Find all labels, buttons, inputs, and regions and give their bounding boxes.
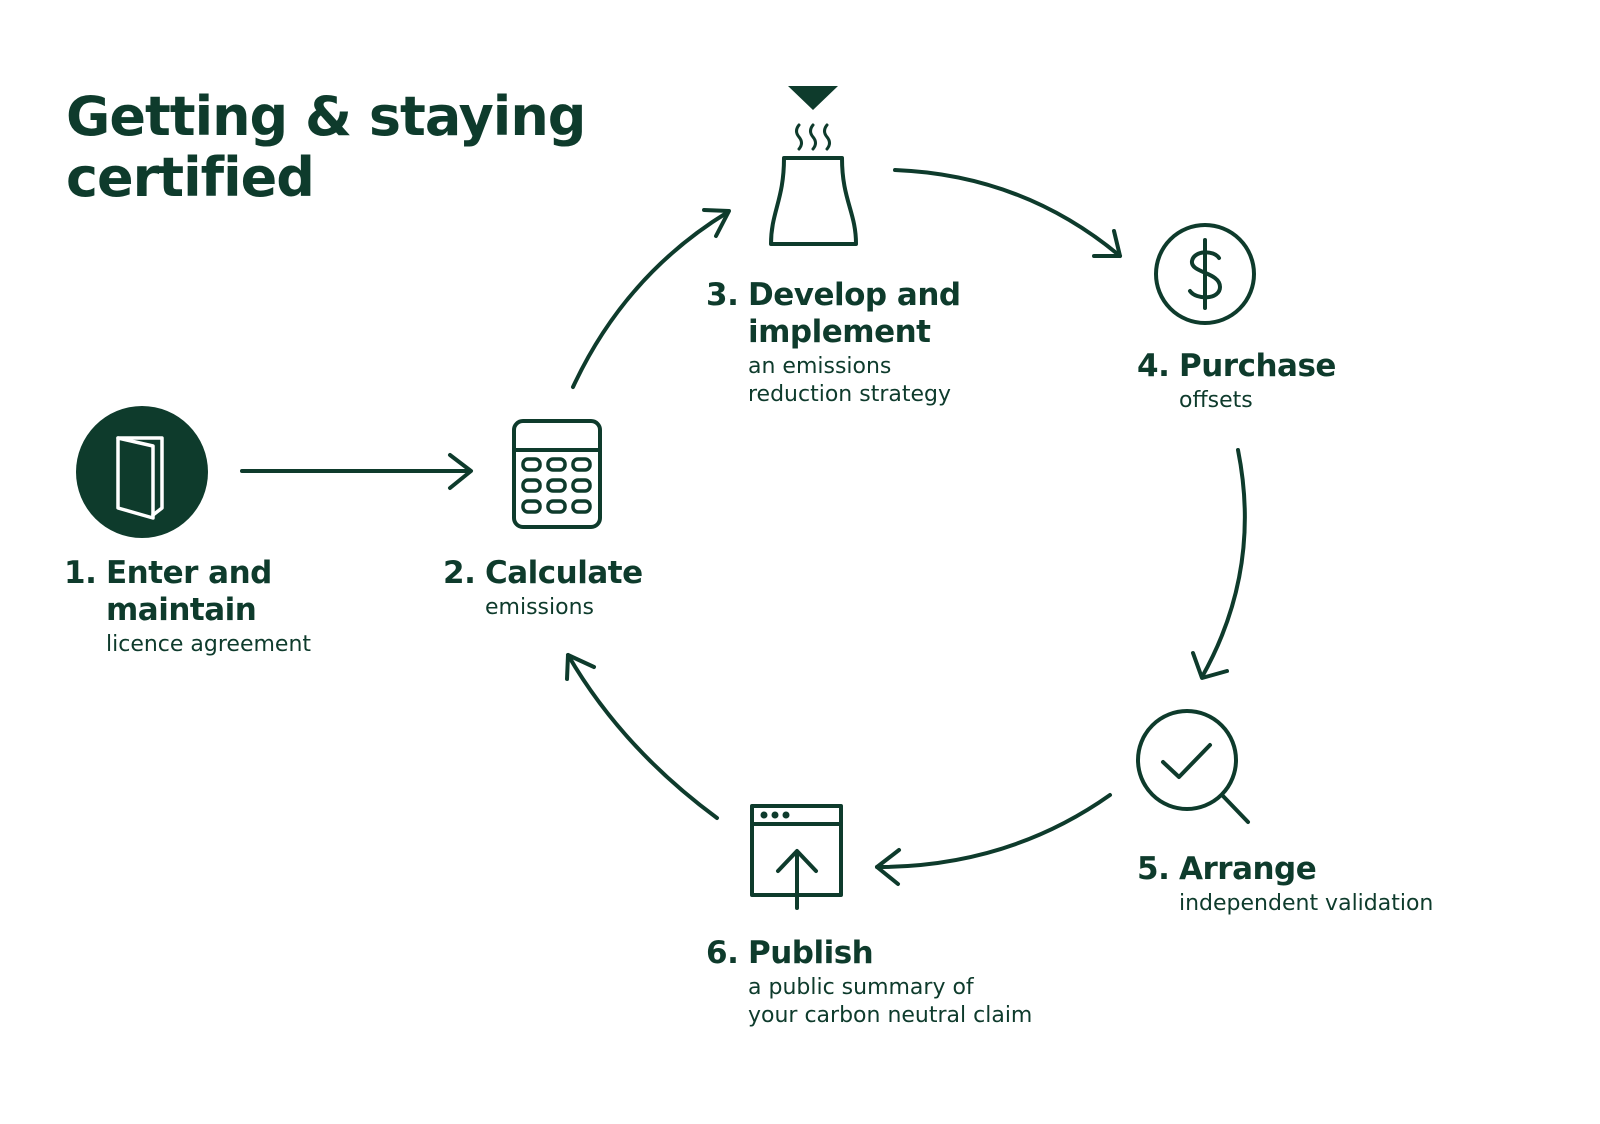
step-detail-line: offsets xyxy=(1179,388,1253,413)
step-detail: emissions xyxy=(485,594,643,622)
step-heading-line: maintain xyxy=(106,592,257,628)
step-heading-line: Calculate xyxy=(485,555,643,591)
step-detail-line: reduction strategy xyxy=(748,382,951,407)
calculator-icon xyxy=(512,419,602,529)
upload-window-icon xyxy=(750,804,843,910)
step-detail-line: independent validation xyxy=(1179,891,1434,916)
step-number: 5. xyxy=(1137,851,1170,887)
arrow-1-to-2 xyxy=(240,453,473,490)
dollar-icon xyxy=(1154,223,1256,325)
step-detail: an emissions reduction strategy xyxy=(748,353,961,409)
step-3-label: 3. Develop and implement an emissions re… xyxy=(706,277,961,409)
step-heading-line: Develop and xyxy=(748,277,961,313)
step-heading: 5. Arrange xyxy=(1137,851,1433,888)
step-detail-line: your carbon neutral claim xyxy=(748,1003,1033,1028)
arrow-2-to-3 xyxy=(571,208,731,389)
arrow-4-to-5 xyxy=(1191,448,1247,680)
step-detail-line: licence agreement xyxy=(106,632,312,657)
step-1-label: 1. Enter and maintain licence agreement xyxy=(64,555,311,659)
step-heading-line: implement xyxy=(748,314,931,350)
chimney-icon xyxy=(769,86,858,246)
step-heading: 2. Calculate xyxy=(443,555,643,592)
title-line-1: Getting & staying xyxy=(66,85,586,148)
step-number: 2. xyxy=(443,555,476,591)
arrow-3-to-4 xyxy=(893,168,1122,258)
step-heading: 1. Enter and maintain xyxy=(64,555,311,629)
step-detail-line: emissions xyxy=(485,595,594,620)
folder-icon xyxy=(76,406,208,538)
step-detail: offsets xyxy=(1179,387,1336,415)
magnifier-check-icon xyxy=(1136,709,1250,824)
step-heading: 4. Purchase xyxy=(1137,348,1336,385)
step-number: 1. xyxy=(64,555,97,591)
step-number: 3. xyxy=(706,277,739,313)
step-heading: 3. Develop and implement xyxy=(706,277,961,351)
step-2-label: 2. Calculate emissions xyxy=(443,555,643,622)
step-detail: licence agreement xyxy=(106,631,311,659)
step-heading-line: Purchase xyxy=(1179,348,1336,384)
step-detail-line: a public summary of xyxy=(748,975,974,1000)
step-6-label: 6. Publish a public summary of your carb… xyxy=(706,935,1032,1030)
step-heading-line: Enter and xyxy=(106,555,272,591)
step-heading: 6. Publish xyxy=(706,935,1032,972)
arrow-6-to-2 xyxy=(565,653,719,820)
step-5-label: 5. Arrange independent validation xyxy=(1137,851,1433,918)
page-title: Getting & staying certified xyxy=(66,85,586,209)
step-number: 4. xyxy=(1137,348,1170,384)
step-detail: independent validation xyxy=(1179,890,1433,918)
arrow-5-to-6 xyxy=(875,793,1112,886)
step-heading-line: Arrange xyxy=(1179,851,1317,887)
step-4-label: 4. Purchase offsets xyxy=(1137,348,1336,415)
step-detail-line: an emissions xyxy=(748,354,892,379)
step-detail: a public summary of your carbon neutral … xyxy=(748,974,1032,1030)
title-line-2: certified xyxy=(66,146,315,209)
step-heading-line: Publish xyxy=(748,935,874,971)
step-number: 6. xyxy=(706,935,739,971)
